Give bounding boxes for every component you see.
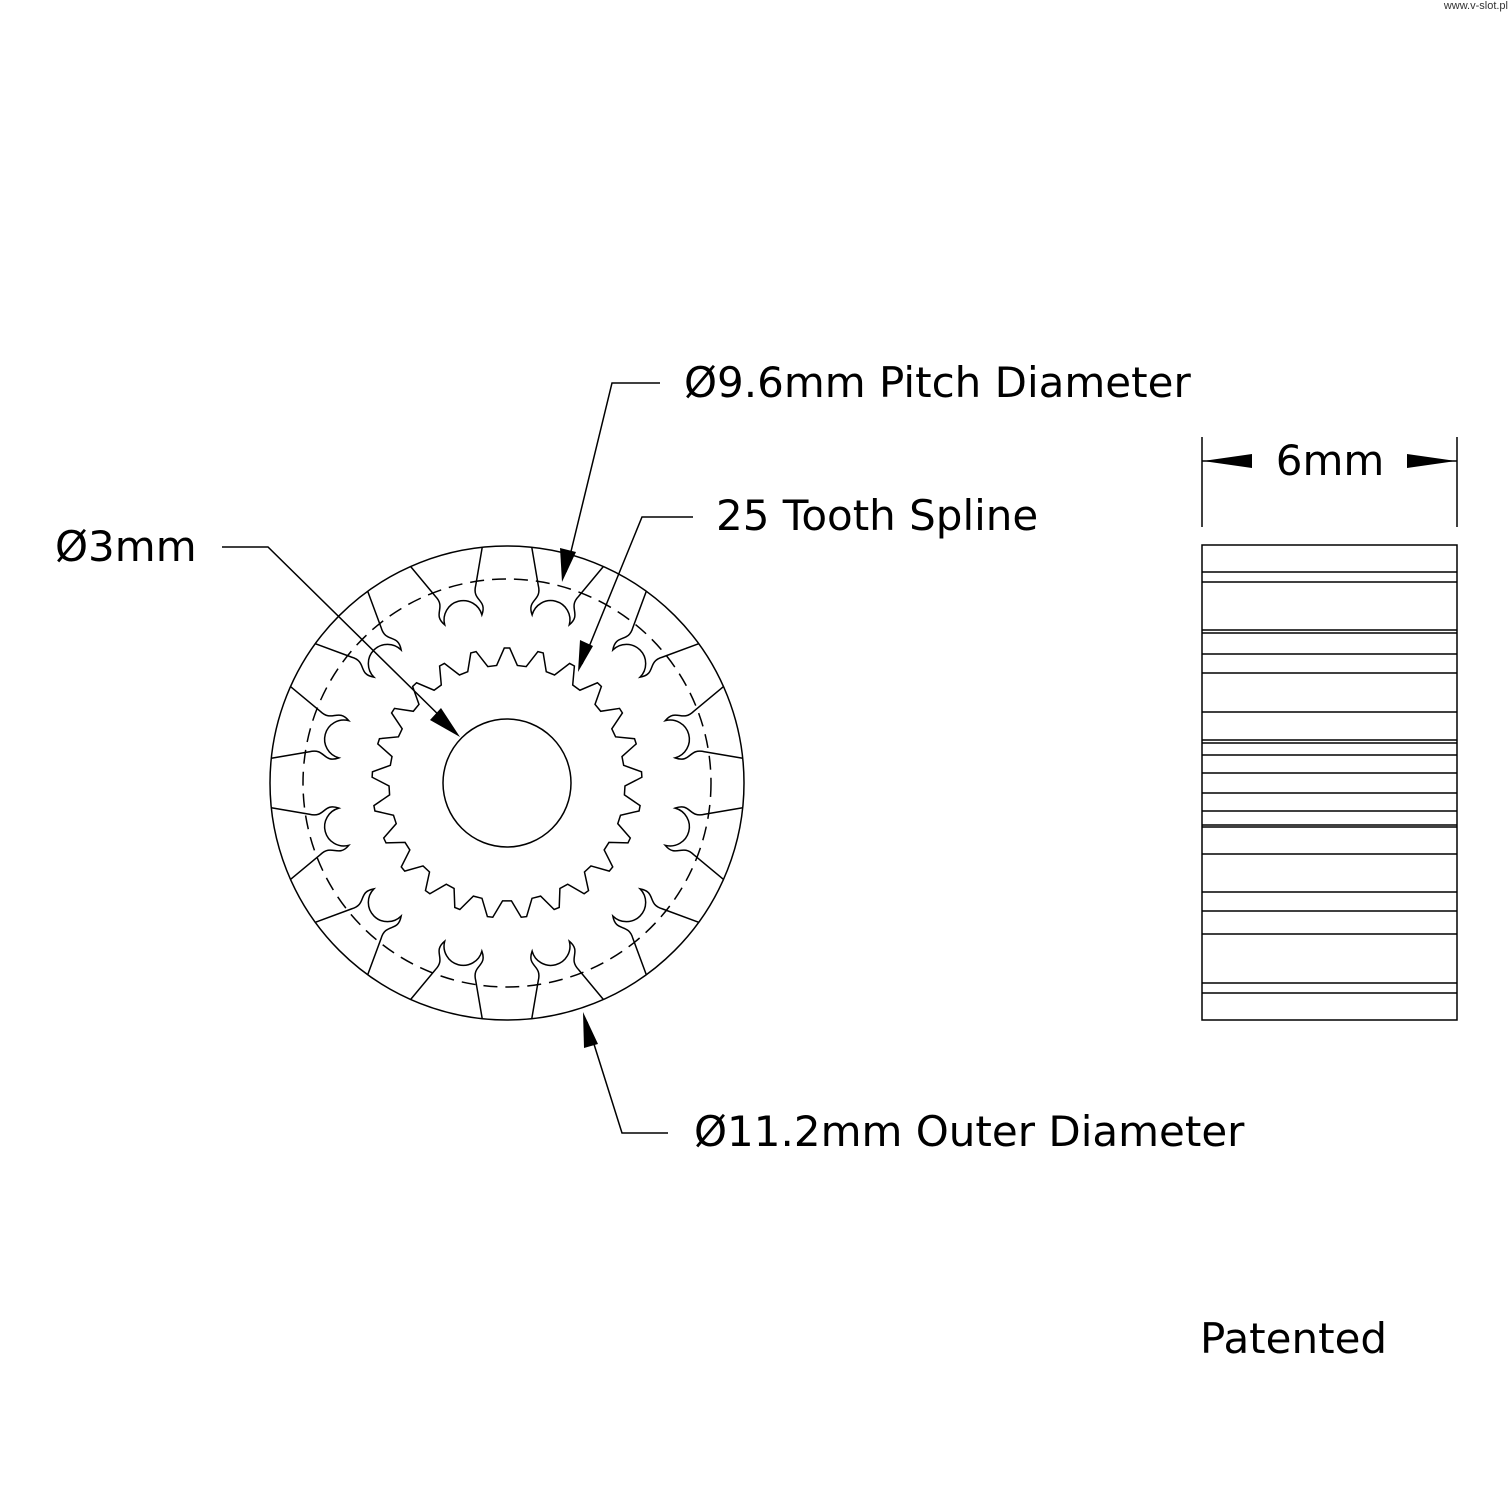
bore-label: Ø3mm xyxy=(55,522,197,571)
tooth-slot xyxy=(611,591,699,679)
patented-label: Patented xyxy=(1200,1314,1387,1363)
tooth-slot xyxy=(530,939,604,1019)
spline-arrowhead xyxy=(578,640,593,672)
spline-label: 25 Tooth Spline xyxy=(716,491,1038,540)
bore-arrowhead xyxy=(430,708,460,737)
gear-side-view xyxy=(1201,544,1458,1021)
width-arrowhead-right xyxy=(1407,454,1456,468)
watermark: www.v-slot.pl xyxy=(1443,0,1508,12)
bore-leader xyxy=(222,546,453,729)
side-tooth-lines xyxy=(1202,571,1457,994)
tooth-slot xyxy=(663,806,743,880)
spline-leader xyxy=(581,516,693,665)
tooth-slot xyxy=(663,686,743,760)
tooth-slot xyxy=(271,686,351,760)
outer-diameter-label: Ø11.2mm Outer Diameter xyxy=(694,1107,1245,1156)
outer-leader xyxy=(586,1021,668,1134)
side-outline xyxy=(1201,544,1458,1021)
spline-profile xyxy=(371,647,643,919)
tooth-slot xyxy=(315,591,403,679)
tooth-slot xyxy=(410,547,484,627)
bore-circle xyxy=(442,718,572,848)
pitch-leader xyxy=(565,382,660,573)
outer-arrowhead xyxy=(583,1012,598,1048)
width-label: 6mm xyxy=(1276,436,1385,485)
gear-front-view xyxy=(269,545,745,1021)
outer-circle xyxy=(269,545,745,1021)
arrowheads xyxy=(430,454,1456,1048)
width-arrowhead-left xyxy=(1203,454,1252,468)
tooth-slot xyxy=(271,806,351,880)
pitch-circle xyxy=(302,578,712,988)
gear-tooth-slots xyxy=(271,547,743,1019)
pitch-arrowhead xyxy=(560,548,576,582)
tooth-slot xyxy=(315,887,403,975)
pitch-diameter-label: Ø9.6mm Pitch Diameter xyxy=(684,358,1191,407)
tooth-slot xyxy=(410,939,484,1019)
tooth-slot xyxy=(530,547,604,627)
tooth-slot xyxy=(611,887,699,975)
